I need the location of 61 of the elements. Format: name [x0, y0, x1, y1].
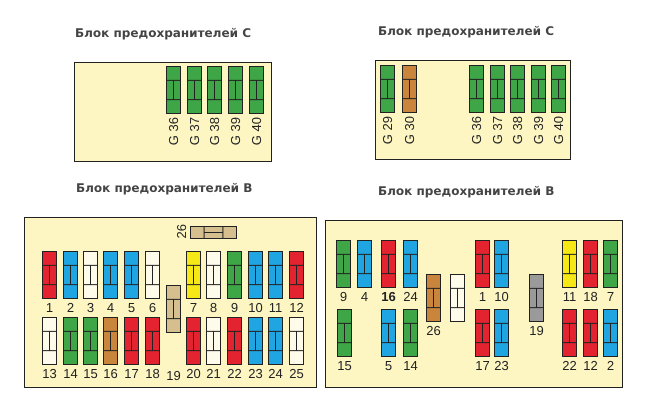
fuse-number: 18 [145, 367, 160, 381]
fuse-number: G 40 [552, 116, 566, 144]
fuse-number: G 30 [402, 116, 416, 144]
fuse-number: G 38 [208, 117, 222, 146]
fuse-box-heading: Блок предохранителей С [378, 24, 554, 38]
fuse-number: 24 [268, 367, 283, 381]
fuse-number: 22 [227, 367, 242, 381]
fuse-number: 14 [63, 367, 78, 381]
fuse-number: 15 [337, 359, 352, 373]
fuse-number: 18 [583, 290, 598, 304]
fuse-number: 8 [210, 301, 218, 315]
fuse-number: 23 [494, 359, 509, 373]
fuse-number: G 29 [380, 116, 394, 144]
fuse-number: 26 [426, 324, 441, 338]
fuse-number: 4 [360, 290, 368, 304]
fuse-number: 9 [340, 290, 348, 304]
fuse-number: 19 [529, 324, 544, 338]
fuse-number: 12 [289, 301, 304, 315]
fuse-number: G 38 [510, 116, 524, 144]
fuse-number: 4 [106, 301, 114, 315]
fuse-number: 5 [384, 359, 392, 373]
fuse-number: G 36 [166, 117, 180, 146]
fuse-number: 6 [148, 301, 156, 315]
fuse-number: 5 [128, 301, 136, 315]
fuse-number: 11 [562, 290, 576, 304]
fuse-number: 1 [478, 290, 486, 304]
fuse-number: 19 [166, 369, 181, 383]
fuse-number: 16 [103, 367, 118, 381]
fuse-number: 2 [66, 301, 74, 315]
fuse-box-heading: Блок предохранителей В [378, 184, 554, 198]
fuse-number: G 40 [250, 117, 264, 146]
fuse-number: 22 [562, 359, 577, 373]
fuse-number: 16 [381, 290, 396, 304]
fuse-number: 25 [289, 367, 304, 381]
fuse-number: 3 [86, 301, 94, 315]
fuse-number: G 36 [470, 116, 484, 144]
fuse-number: 17 [475, 359, 490, 373]
fuse-number: 23 [248, 367, 263, 381]
fuse-number: G 39 [532, 116, 546, 144]
fuse-number: 17 [124, 367, 139, 381]
fuse-number: 26 [175, 224, 189, 238]
fuse-number: 21 [206, 367, 221, 381]
fuse-number: 10 [494, 290, 509, 304]
fuse-number: G 37 [188, 117, 202, 146]
fuse-box-heading: Блок предохранителей В [76, 181, 252, 195]
fuse-number: 9 [230, 301, 238, 315]
fuse-number: 7 [606, 290, 614, 304]
fuse-number: 7 [190, 301, 198, 315]
fuse-number: 20 [186, 367, 201, 381]
fuse-number: 10 [248, 301, 263, 315]
fuse-number: 11 [268, 301, 282, 315]
fuse-number: 13 [42, 367, 57, 381]
fuse-number: G 39 [228, 117, 242, 146]
fuse-number: 2 [606, 359, 614, 373]
fuse-number: 24 [403, 290, 418, 304]
fuse-number: 15 [83, 367, 98, 381]
fuse-number: G 37 [490, 116, 504, 144]
fuse-number: 14 [403, 359, 418, 373]
fuse-number: 12 [583, 359, 598, 373]
fuse-box-heading: Блок предохранителей С [75, 26, 251, 40]
fuse-number: 1 [46, 301, 54, 315]
